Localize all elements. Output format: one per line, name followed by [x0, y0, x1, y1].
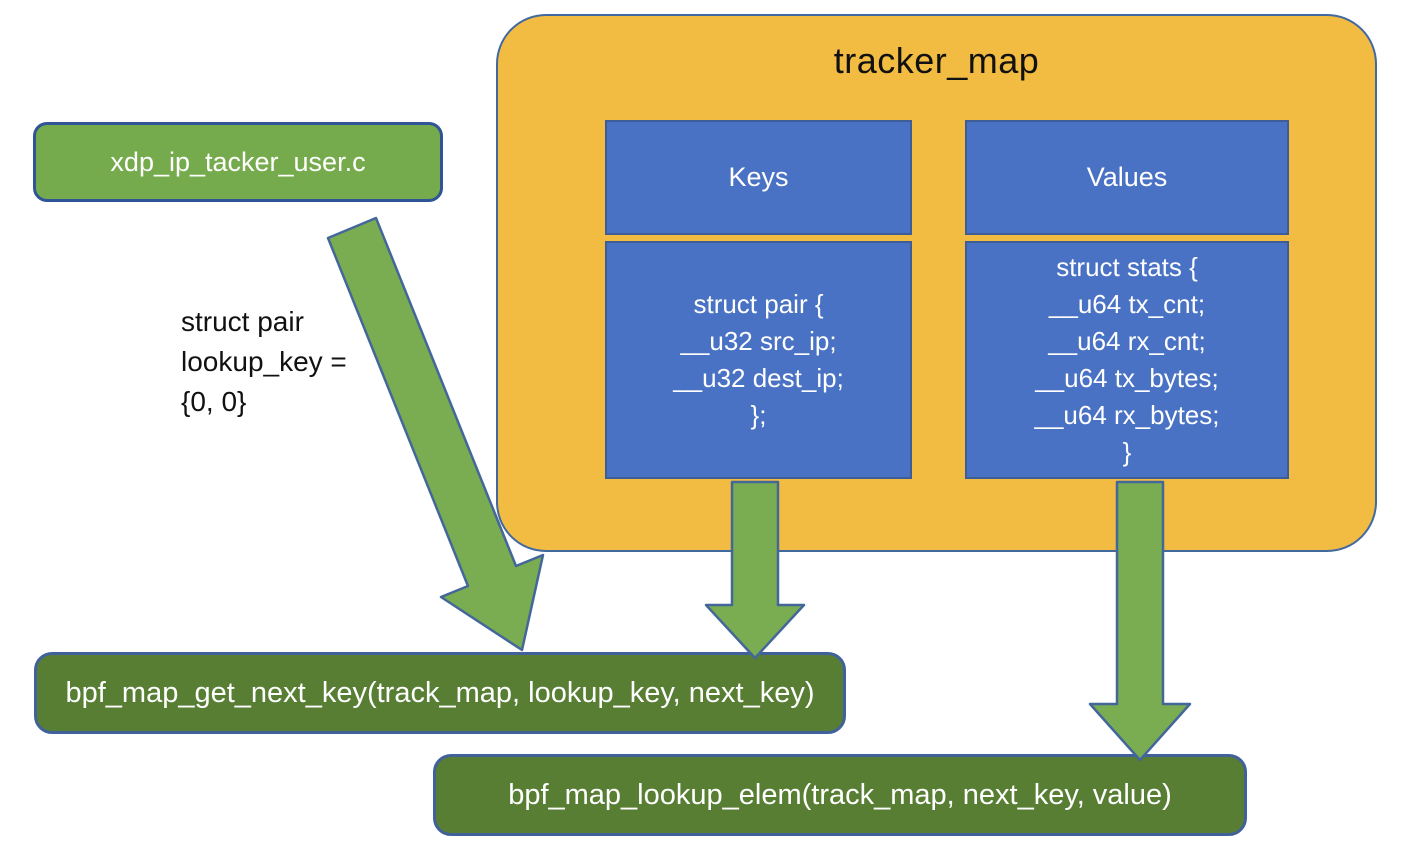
- keys-header-cell: Keys: [605, 120, 912, 235]
- source-file-box: xdp_ip_tacker_user.c: [33, 122, 443, 202]
- values-header-cell: Values: [965, 120, 1289, 235]
- call-bar-lookup-elem: bpf_map_lookup_elem(track_map, next_key,…: [433, 754, 1247, 836]
- values-struct-cell: struct stats { __u64 tx_cnt; __u64 rx_cn…: [965, 241, 1289, 479]
- call-bar-get-next-key: bpf_map_get_next_key(track_map, lookup_k…: [34, 652, 846, 734]
- lookup-key-annotation: struct pair lookup_key = {0, 0}: [181, 306, 347, 417]
- tracker-map-panel: tracker_map Keys struct pair { __u32 src…: [496, 14, 1377, 552]
- keys-struct-cell: struct pair { __u32 src_ip; __u32 dest_i…: [605, 241, 912, 479]
- tracker-map-title: tracker_map: [833, 40, 1040, 81]
